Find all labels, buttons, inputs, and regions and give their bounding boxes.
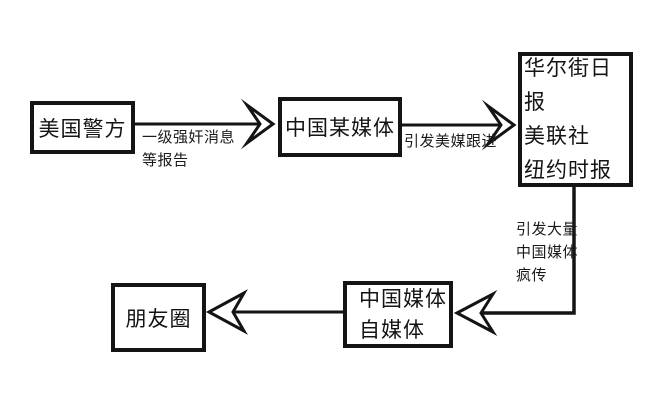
arrowhead-right-icon [240, 98, 276, 150]
node-cn-some-media: 中国某媒体 [278, 97, 402, 157]
arrowhead-left-icon [453, 290, 498, 336]
node-label: 中国某媒体 [285, 117, 395, 140]
node-label: 美联社 [524, 124, 590, 148]
node-label: 纽约时报 [524, 158, 612, 182]
node-us-press: 华尔街日报 美联社 纽约时报 [518, 52, 633, 187]
edge-label-line: 一级强奸消息 [142, 129, 236, 146]
node-moments: 朋友圈 [111, 283, 206, 352]
node-label: 华尔街日报 [524, 56, 612, 114]
edge-label-us-follow: 引发美媒跟进 [404, 130, 497, 153]
edge-label-line: 疯传 [516, 267, 548, 284]
arrow-press-to-cnmedia [453, 187, 576, 336]
node-label: 自媒体 [359, 318, 425, 342]
node-us-police: 美国警方 [30, 101, 135, 154]
edge-label-line: 引发美媒跟进 [404, 133, 498, 150]
arrow-media-to-press [402, 99, 517, 151]
arrow-elbow-line [482, 187, 576, 315]
edge-label-line: 等报告 [142, 152, 189, 169]
arrowhead-left-icon [205, 289, 248, 335]
edge-label-line: 中国媒体 [516, 244, 579, 261]
arrow-police-to-media [135, 98, 276, 150]
node-label: 朋友圈 [125, 307, 192, 331]
node-label: 中国媒体 [359, 287, 447, 311]
edge-label-line: 引发大量 [516, 221, 579, 238]
arrowhead-right-icon [481, 99, 517, 151]
node-cn-media-self-media: 中国媒体 自媒体 [343, 281, 453, 348]
node-label: 美国警方 [38, 117, 127, 141]
edge-label-viral: 引发大量 中国媒体 疯传 [516, 218, 578, 287]
arrow-cnmedia-to-moments [205, 289, 343, 335]
edge-label-report: 一级强奸消息 等报告 [142, 126, 235, 172]
